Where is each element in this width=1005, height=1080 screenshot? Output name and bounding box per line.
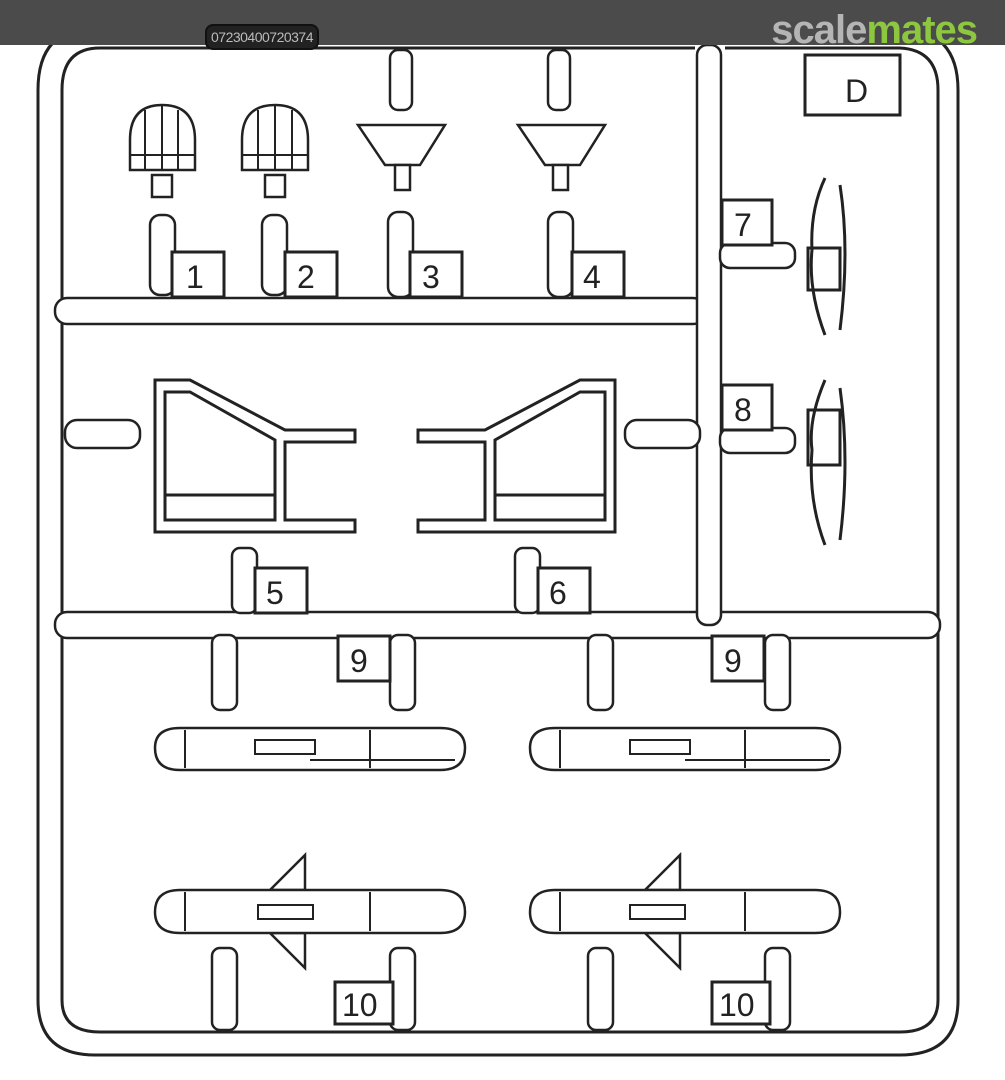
- logo-part-2: mates: [866, 8, 978, 52]
- sprue-letter-box: [803, 53, 902, 117]
- svg-text:2: 2: [297, 259, 315, 295]
- svg-text:8: 8: [734, 392, 752, 428]
- svg-text:3: 3: [422, 259, 440, 295]
- label-4: 4: [570, 250, 626, 299]
- part-4: [515, 48, 608, 299]
- svg-text:6: 6: [549, 575, 567, 611]
- svg-text:4: 4: [583, 259, 601, 295]
- label-9-left: 9: [336, 634, 392, 683]
- svg-text:10: 10: [342, 987, 378, 1023]
- part-9-left: [153, 633, 467, 772]
- label-9-right: 9: [710, 634, 766, 683]
- label-5: 5: [253, 566, 309, 615]
- part-10-left: [153, 851, 467, 1032]
- label-10-left: 10: [333, 980, 395, 1026]
- svg-text:9: 9: [350, 643, 368, 679]
- svg-text:9: 9: [724, 643, 742, 679]
- part-1: [128, 103, 197, 297]
- part-5: [63, 378, 357, 615]
- label-3: 3: [408, 250, 464, 299]
- label-10-right: 10: [710, 980, 772, 1026]
- sprue-frame-inner: [60, 46, 940, 1034]
- label-1: 1: [170, 250, 226, 299]
- runner-vertical: [695, 43, 723, 627]
- logo-part-1: scale: [771, 8, 867, 52]
- label-7: 7: [720, 198, 774, 247]
- part-10-right: [528, 851, 842, 1032]
- product-code: 07230400720374: [205, 24, 320, 50]
- part-3: [355, 48, 448, 299]
- label-2: 2: [283, 250, 339, 299]
- header-band: [0, 0, 1005, 45]
- runner-top: [53, 296, 707, 326]
- label-6: 6: [536, 566, 592, 615]
- svg-text:5: 5: [266, 575, 284, 611]
- part-9-right: [528, 633, 842, 772]
- runner-middle: [53, 610, 942, 640]
- sprue-letter: D: [845, 73, 868, 109]
- sprue-frame: [36, 26, 960, 1057]
- label-8: 8: [720, 383, 774, 432]
- svg-text:7: 7: [734, 207, 752, 243]
- part-6: [416, 378, 702, 615]
- scalemates-logo: scalemates: [771, 8, 978, 52]
- svg-text:10: 10: [719, 987, 755, 1023]
- svg-text:1: 1: [186, 259, 204, 295]
